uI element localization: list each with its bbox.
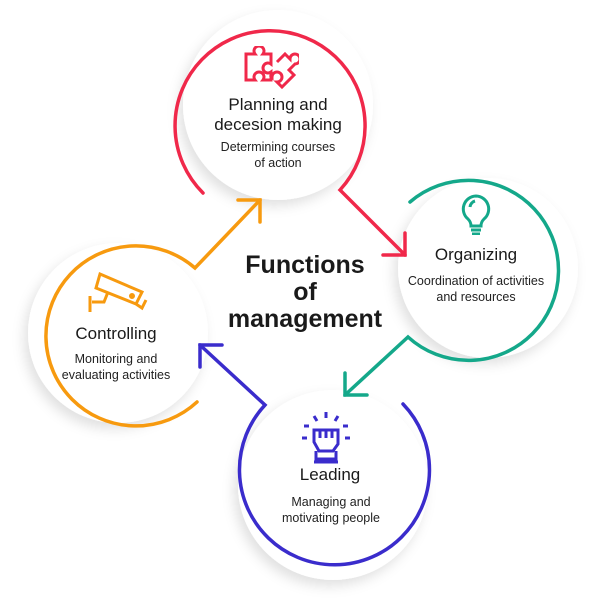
raised-fist-icon bbox=[302, 412, 350, 464]
organizing-title: Organizing bbox=[434, 245, 518, 264]
security-camera-icon bbox=[88, 271, 148, 312]
organizing-arrow bbox=[343, 178, 561, 397]
leading-title: Leading bbox=[299, 465, 361, 484]
controlling-arrow bbox=[44, 198, 262, 428]
lightbulb-icon bbox=[461, 194, 491, 235]
leading-arrow bbox=[198, 343, 432, 567]
planning-arrow bbox=[173, 28, 407, 257]
puzzle-icon bbox=[244, 46, 299, 90]
controlling-title: Controlling bbox=[75, 324, 157, 343]
